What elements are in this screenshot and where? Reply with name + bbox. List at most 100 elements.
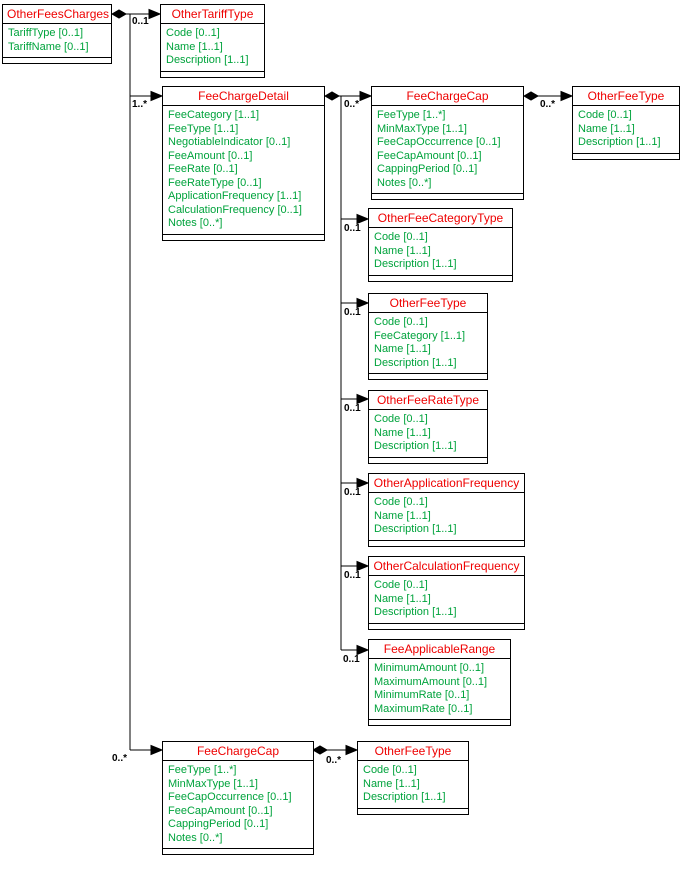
attribute: FeeCapOccurrence [0..1] bbox=[168, 791, 292, 803]
arrow-head bbox=[345, 744, 359, 756]
multiplicity-label: 0..* bbox=[326, 755, 342, 766]
attributes-compartment: FeeType [1..*] MinMaxType [1..1] FeeCapO… bbox=[372, 106, 523, 194]
attribute: Code [0..1] bbox=[363, 764, 417, 776]
attribute: MinMaxType [1..1] bbox=[168, 777, 258, 790]
attribute: TariffName [0..1] bbox=[8, 40, 89, 53]
class-box-otherfeetype-mid: OtherFeeType Code [0..1] FeeCategory [1.… bbox=[368, 293, 488, 380]
attributes-compartment: Code [0..1] Name [1..1] Description [1..… bbox=[369, 228, 512, 276]
empty-compartment bbox=[358, 809, 468, 814]
arrow-head bbox=[356, 644, 370, 656]
class-title: OtherFeesCharges bbox=[3, 5, 111, 24]
multiplicity-label: 0..1 bbox=[344, 487, 361, 498]
attributes-compartment: Code [0..1] Name [1..1] Description [1..… bbox=[369, 410, 487, 458]
class-title: OtherApplicationFrequency bbox=[369, 474, 524, 493]
multiplicity-label: 0..1 bbox=[344, 307, 361, 318]
multiplicity-label: 0..1 bbox=[344, 223, 361, 234]
empty-compartment bbox=[369, 276, 512, 281]
arrow-head bbox=[356, 213, 370, 225]
class-box-otherfeetype-topright: OtherFeeType Code [0..1] Name [1..1] Des… bbox=[572, 86, 680, 160]
class-box-feechargedetail: FeeChargeDetail FeeCategory [1..1] FeeTy… bbox=[162, 86, 325, 241]
multiplicity-label: 0..1 bbox=[343, 654, 360, 665]
attribute: Description [1..1] bbox=[374, 523, 457, 535]
attribute: Name [1..1] bbox=[363, 777, 420, 790]
attribute: CalculationFrequency [0..1] bbox=[168, 203, 302, 216]
empty-compartment bbox=[372, 194, 523, 199]
attribute: Name [1..1] bbox=[374, 592, 431, 605]
arrow-head bbox=[356, 393, 370, 405]
class-box-feeapplicablerange: FeeApplicableRange MinimumAmount [0..1] … bbox=[368, 639, 511, 726]
attribute: Code [0..1] bbox=[374, 231, 428, 243]
attribute: TariffType [0..1] bbox=[8, 27, 84, 39]
class-title: OtherTariffType bbox=[161, 5, 264, 24]
attribute: Code [0..1] bbox=[374, 496, 428, 508]
connector-otherfeescharges-othertarifftype bbox=[110, 8, 162, 20]
connector-feechargedetail-otherfeeratetype bbox=[341, 393, 370, 405]
connector-feechargedetail-otherfeecategorytype bbox=[341, 213, 370, 225]
class-box-otherfeeratetype: OtherFeeRateType Code [0..1] Name [1..1]… bbox=[368, 390, 488, 464]
attributes-compartment: FeeType [1..*] MinMaxType [1..1] FeeCapO… bbox=[163, 761, 313, 849]
attribute: MinimumRate [0..1] bbox=[374, 689, 470, 701]
multiplicity-label: 0..1 bbox=[344, 403, 361, 414]
connector-feechargedetail-otherapplicationfrequency bbox=[341, 477, 370, 489]
attribute: Name [1..1] bbox=[374, 509, 431, 522]
attribute: MinimumAmount [0..1] bbox=[374, 662, 485, 674]
connector-feechargecap-otherfeetype-top bbox=[522, 90, 574, 102]
attributes-compartment: MinimumAmount [0..1] MaximumAmount [0..1… bbox=[369, 659, 510, 720]
empty-compartment bbox=[3, 58, 111, 63]
connector-feechargedetail-feechargecap bbox=[323, 90, 373, 102]
aggregation-diamond bbox=[110, 9, 128, 19]
attribute: Name [1..1] bbox=[578, 122, 635, 135]
aggregation-diamond bbox=[522, 91, 540, 101]
attribute: ApplicationFrequency [1..1] bbox=[168, 190, 302, 202]
attribute: MaximumRate [0..1] bbox=[374, 702, 473, 715]
multiplicity-label: 0..1 bbox=[132, 16, 149, 27]
multiplicity-label: 0..1 bbox=[344, 570, 361, 581]
attribute: Description [1..1] bbox=[166, 54, 249, 66]
attributes-compartment: Code [0..1] Name [1..1] Description [1..… bbox=[369, 576, 524, 624]
attribute: MaximumAmount [0..1] bbox=[374, 675, 488, 688]
attributes-compartment: Code [0..1] FeeCategory [1..1] Name [1..… bbox=[369, 313, 487, 374]
attribute: Code [0..1] bbox=[374, 579, 428, 591]
attribute: Description [1..1] bbox=[363, 791, 446, 803]
attribute: FeeCapAmount [0..1] bbox=[377, 149, 482, 162]
attribute: Description [1..1] bbox=[374, 606, 457, 618]
arrow-head bbox=[359, 90, 373, 102]
attribute: Description [1..1] bbox=[374, 356, 457, 369]
attribute: FeeCategory [1..1] bbox=[374, 329, 466, 342]
attributes-compartment: Code [0..1] Name [1..1] Description [1..… bbox=[573, 106, 679, 154]
arrow-head bbox=[148, 8, 162, 20]
attribute: FeeType [1..1] bbox=[168, 122, 239, 135]
class-box-othertarifftype: OtherTariffType Code [0..1] Name [1..1] … bbox=[160, 4, 265, 78]
class-box-othercalculationfrequency: OtherCalculationFrequency Code [0..1] Na… bbox=[368, 556, 525, 630]
class-title: OtherFeeType bbox=[369, 294, 487, 313]
connector-otherfeescharges-feechargecap-bottom bbox=[130, 744, 164, 756]
attribute: Description [1..1] bbox=[374, 258, 457, 270]
connector-feechargecap-otherfeetype-bottom bbox=[311, 744, 359, 756]
attribute: Name [1..1] bbox=[374, 343, 431, 355]
attributes-compartment: Code [0..1] Name [1..1] Description [1..… bbox=[358, 761, 468, 809]
class-title: OtherFeeRateType bbox=[369, 391, 487, 410]
attribute: CappingPeriod [0..1] bbox=[168, 818, 269, 830]
attribute: FeeRate [0..1] bbox=[168, 163, 238, 175]
attribute: Notes [0..*] bbox=[168, 217, 223, 229]
empty-compartment bbox=[163, 235, 324, 240]
attribute: Notes [0..*] bbox=[377, 176, 432, 189]
class-box-otherapplicationfrequency: OtherApplicationFrequency Code [0..1] Na… bbox=[368, 473, 525, 547]
attribute: FeeCategory [1..1] bbox=[168, 109, 260, 121]
class-title: FeeChargeCap bbox=[372, 87, 523, 106]
attribute: FeeAmount [0..1] bbox=[168, 149, 253, 162]
attribute: NegotiableIndicator [0..1] bbox=[168, 136, 291, 148]
class-title: OtherFeeType bbox=[358, 742, 468, 761]
empty-compartment bbox=[369, 374, 487, 379]
attribute: Code [0..1] bbox=[374, 413, 428, 425]
attribute: Notes [0..*] bbox=[168, 831, 223, 844]
attributes-compartment: FeeCategory [1..1] FeeType [1..1] Negoti… bbox=[163, 106, 324, 235]
attribute: Description [1..1] bbox=[578, 136, 661, 148]
connector-feechargedetail-othercalculationfrequency bbox=[341, 560, 370, 572]
class-title: FeeChargeDetail bbox=[163, 87, 324, 106]
connector-feechargedetail-feeapplicablerange bbox=[341, 644, 370, 656]
aggregation-diamond bbox=[311, 745, 329, 755]
class-box-otherfeescharges: OtherFeesCharges TariffType [0..1] Tarif… bbox=[2, 4, 112, 64]
multiplicity-label: 0..* bbox=[344, 99, 360, 110]
